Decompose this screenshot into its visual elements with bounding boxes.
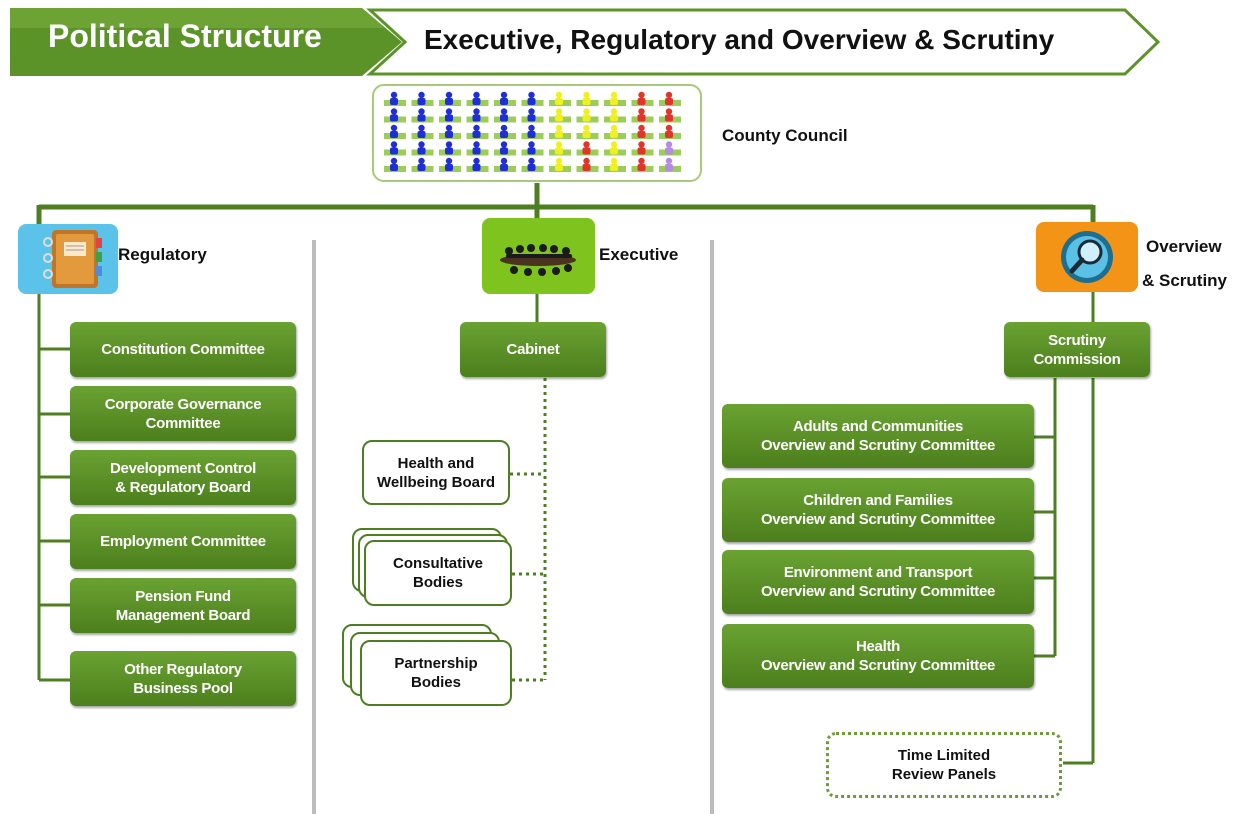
overview-label: Overview [1146,237,1222,256]
council-seat [439,108,461,123]
council-seat [494,157,516,172]
regulatory-committee[interactable]: Other Regulatory Business Pool [70,651,296,706]
council-seat [659,91,681,106]
council-seat [631,91,654,106]
council-seat [521,91,544,106]
council-seat [604,157,626,172]
county-council-label: County Council [722,126,848,145]
regulatory-committee[interactable]: Pension Fund Management Board [70,578,296,633]
health-wellbeing-board[interactable]: Health and Wellbeing Board [362,440,510,505]
regulatory-label: Regulatory [118,245,207,264]
council-seat [576,141,599,156]
council-seat [466,141,489,156]
regulatory-committee[interactable]: Corporate Governance Committee [70,386,296,441]
council-seat [494,124,516,139]
council-seat [439,157,461,172]
regulatory-committee[interactable]: Development Control & Regulatory Board [70,450,296,505]
scrutiny-commission[interactable]: Scrutiny Commission [1004,322,1150,377]
council-seat [466,108,489,123]
council-seat [466,91,489,106]
council-seat [439,141,461,156]
council-seat [631,141,654,156]
council-seat [439,124,461,139]
scrutiny-label: & Scrutiny [1142,271,1228,290]
council-seat [466,157,489,172]
council-seat [631,157,654,172]
council-seats [384,91,681,172]
regulatory-committee[interactable]: Constitution Committee [70,322,296,377]
council-seat [521,124,544,139]
council-seat [549,124,571,139]
regulatory-committee[interactable]: Employment Committee [70,514,296,569]
page-title: Political Structure [48,18,322,54]
council-seat [631,108,654,123]
council-seat [576,91,599,106]
scrutiny-committee[interactable]: Environment and Transport Overview and S… [722,550,1034,614]
time-limited-review-panels[interactable]: Time Limited Review Panels [826,732,1062,798]
council-seat [576,124,599,139]
council-seat [604,108,626,123]
council-seat [411,157,434,172]
council-seat [631,124,654,139]
council-seat [659,157,681,172]
scrutiny-committee[interactable]: Children and Families Overview and Scrut… [722,478,1034,542]
council-seat [521,108,544,123]
council-seat [604,124,626,139]
council-seat [576,157,599,172]
council-seat [659,108,681,123]
council-seat [659,124,681,139]
council-seat [411,108,434,123]
magnifier-icon [1036,222,1138,292]
council-seat [549,157,571,172]
cabinet-box[interactable]: Cabinet [460,322,606,377]
council-seat [521,157,544,172]
header-banner [10,8,1161,76]
page-subtitle: Executive, Regulatory and Overview & Scr… [424,24,1055,55]
council-seat [384,157,406,172]
meeting-table-icon [482,218,595,294]
council-seat [384,141,406,156]
council-seat [439,91,461,106]
council-seat [604,141,626,156]
address-book-icon [18,224,118,294]
council-seat [411,141,434,156]
executive-label: Executive [599,245,679,264]
council-seat [549,91,571,106]
consultative-bodies[interactable]: Consultative Bodies [364,540,512,606]
council-seat [576,108,599,123]
council-seat [659,141,681,156]
scrutiny-committee[interactable]: Health Overview and Scrutiny Committee [722,624,1034,688]
council-seat [604,91,626,106]
council-seat [466,124,489,139]
council-seat [384,124,406,139]
council-seat [521,141,544,156]
council-seat [384,108,406,123]
column-separator [312,240,316,814]
column-separator [710,240,714,814]
scrutiny-committee[interactable]: Adults and Communities Overview and Scru… [722,404,1034,468]
council-seat [411,124,434,139]
council-seat [494,108,516,123]
council-seat [411,91,434,106]
council-seat [549,141,571,156]
council-seats-box [372,84,702,182]
council-seat [494,141,516,156]
council-seat [494,91,516,106]
council-seat [384,91,406,106]
council-seat [549,108,571,123]
partnership-bodies[interactable]: Partnership Bodies [360,640,512,706]
